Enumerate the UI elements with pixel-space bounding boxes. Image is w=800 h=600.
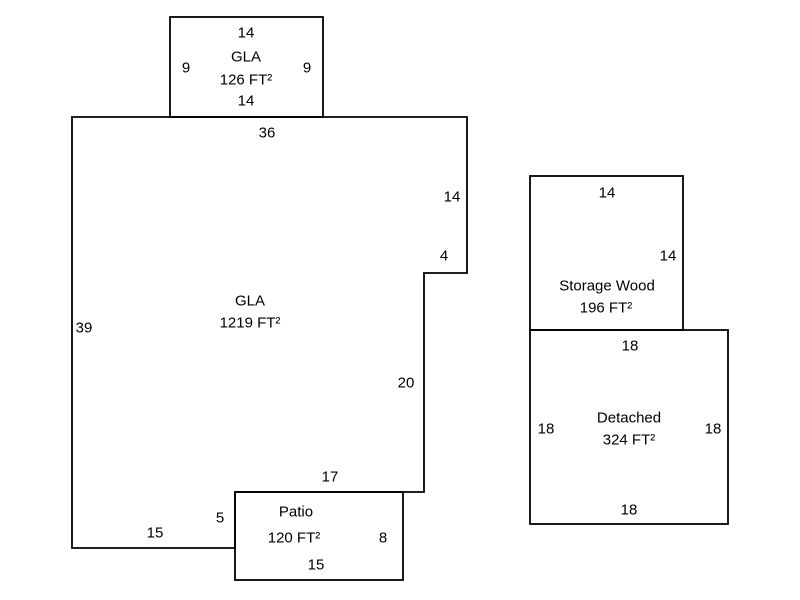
- detached-outline: [529, 329, 729, 525]
- storage-dim-right: 14: [659, 247, 677, 265]
- patio-name: Patio: [278, 503, 314, 521]
- main-dim-right-lower: 20: [397, 374, 415, 392]
- detached-dim-top: 18: [621, 337, 639, 355]
- porch-dim-left: 9: [181, 59, 191, 77]
- main-name: GLA: [234, 292, 266, 310]
- main-dim-bottom: 15: [146, 524, 164, 542]
- patio-dim-right: 8: [378, 529, 388, 547]
- storage-area: 196 FT²: [579, 299, 633, 317]
- main-dim-step: 4: [439, 247, 449, 265]
- main-dim-top: 36: [258, 124, 276, 142]
- main-dim-right-upper: 14: [443, 188, 461, 206]
- storage-dim-top: 14: [598, 184, 616, 202]
- porch-gla-outline: [169, 16, 324, 118]
- main-area: 1219 FT²: [219, 314, 281, 332]
- patio-outline: [234, 491, 404, 581]
- main-gla-outline: [71, 116, 468, 549]
- detached-dim-left: 18: [537, 420, 555, 438]
- main-dim-patio-left: 5: [215, 509, 225, 527]
- patio-dim-bottom: 15: [307, 556, 325, 574]
- detached-name: Detached: [596, 409, 662, 427]
- porch-dim-bottom: 14: [237, 92, 255, 110]
- detached-dim-right: 18: [704, 420, 722, 438]
- detached-dim-bottom: 18: [620, 501, 638, 519]
- porch-name: GLA: [230, 48, 262, 66]
- porch-area: 126 FT²: [219, 71, 273, 89]
- storage-name: Storage Wood: [559, 277, 655, 295]
- porch-dim-right: 9: [302, 59, 312, 77]
- detached-area: 324 FT²: [602, 431, 656, 449]
- main-dim-bottom-inner: 17: [321, 468, 339, 486]
- patio-area: 120 FT²: [267, 529, 321, 547]
- main-dim-left: 39: [75, 319, 93, 337]
- porch-dim-top: 14: [237, 24, 255, 42]
